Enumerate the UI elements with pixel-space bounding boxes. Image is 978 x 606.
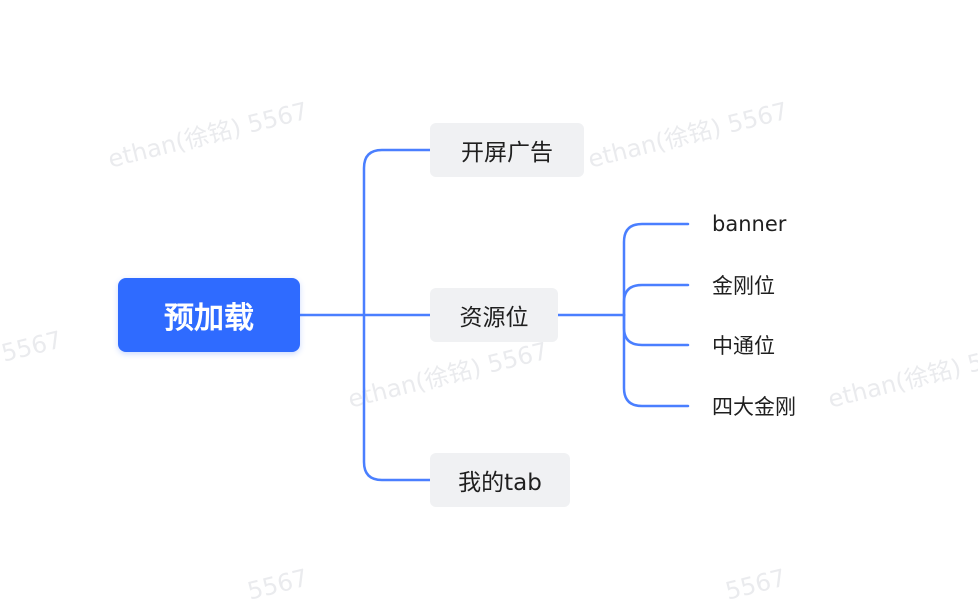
connector-leaf-2 — [622, 283, 690, 317]
leaf-node-middle-slot[interactable]: 中通位 — [712, 330, 775, 360]
connector-leaf-3 — [622, 313, 690, 347]
branch-label: 开屏广告 — [461, 140, 553, 166]
branch-node-my-tab[interactable]: 我的tab — [430, 453, 570, 507]
leaf-label: 金刚位 — [712, 274, 775, 298]
leaf-node-four-jingang[interactable]: 四大金刚 — [712, 391, 796, 421]
leaf-label: banner — [712, 212, 787, 236]
root-node[interactable]: 预加载 — [118, 278, 300, 352]
connector-leaf-4 — [622, 313, 690, 408]
branch-node-splash-ad[interactable]: 开屏广告 — [430, 123, 584, 177]
connector-branch-3 — [362, 313, 432, 482]
leaf-node-banner[interactable]: banner — [712, 209, 786, 239]
connector-leaf-1 — [622, 222, 690, 317]
root-label: 预加载 — [164, 301, 254, 336]
branch-label: 我的tab — [458, 470, 542, 496]
connector-branch-1 — [362, 148, 432, 317]
leaf-label: 中通位 — [712, 334, 775, 358]
branch-node-resource-slot[interactable]: 资源位 — [430, 288, 558, 342]
leaf-label: 四大金刚 — [712, 395, 796, 419]
leaf-node-jingang[interactable]: 金刚位 — [712, 270, 775, 300]
branch-label: 资源位 — [459, 305, 529, 331]
